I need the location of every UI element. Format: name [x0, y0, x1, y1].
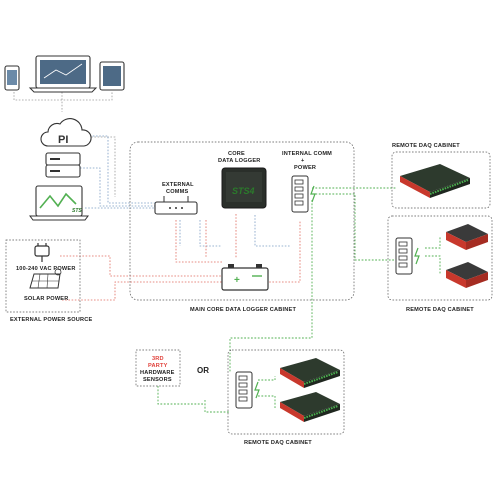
- remote-cabinet-bottom-frame: [227, 349, 345, 435]
- remote-cabinet-mid-label: REMOTE DAQ CABINET: [406, 307, 474, 313]
- remote-cabinet-top-label: REMOTE DAQ CABINET: [392, 143, 460, 149]
- daq-module-icon: [446, 224, 488, 250]
- daq-module-icon: [280, 358, 340, 388]
- tablet-icon: [99, 61, 125, 91]
- cloud-icon: PI: [40, 118, 92, 147]
- third-label-3: HARDWARE: [140, 370, 175, 376]
- pi-label: PI: [58, 134, 68, 146]
- external-comms-label-2: COMMS: [166, 189, 189, 195]
- remote-cabinet-top-frame: [391, 151, 491, 209]
- daq-module-icon: [400, 164, 470, 198]
- third-party-sensors: 3RD PARTY HARDWARE SENSORS: [135, 349, 181, 387]
- core-data-logger: STS4: [221, 167, 267, 209]
- solar-power-label: SOLAR POWER: [24, 296, 68, 302]
- daq-module-icon: [446, 262, 488, 288]
- comm-hub-icon: [235, 371, 260, 409]
- internal-links: [204, 187, 441, 413]
- third-label-4: SENSORS: [143, 377, 172, 383]
- remote-cabinet-mid-frame: [387, 215, 493, 301]
- core-label-1: CORE: [228, 151, 245, 157]
- main-cabinet-frame: [129, 141, 355, 301]
- power-links: [60, 214, 301, 301]
- or-label: OR: [197, 366, 209, 375]
- comm-hub-icon: [395, 237, 420, 275]
- internal-comm-label-1: INTERNAL COMM: [282, 151, 332, 157]
- router-icon: [154, 196, 198, 215]
- laptop-chart-icon: STS: [29, 185, 89, 221]
- comm-hub-icon: [291, 175, 316, 213]
- server-icon: [45, 152, 81, 178]
- internal-comm-label-3: POWER: [294, 165, 316, 171]
- remote-cabinet-bottom-label: REMOTE DAQ CABINET: [244, 440, 312, 446]
- third-label-1: 3RD: [152, 356, 164, 362]
- external-comms-label-1: EXTERNAL: [162, 182, 194, 188]
- logger-brand: STS4: [232, 186, 255, 196]
- laptop-icon: [28, 55, 98, 93]
- battery-icon: +: [221, 264, 269, 291]
- daq-module-icon: [280, 392, 340, 422]
- vac-power-label: 100-240 VAC POWER: [16, 266, 76, 272]
- sensor-link: [157, 386, 205, 405]
- core-label-2: DATA LOGGER: [218, 158, 261, 164]
- third-label-2: PARTY: [148, 363, 168, 369]
- svg-text:+: +: [234, 275, 240, 286]
- main-cabinet-label: MAIN CORE DATA LOGGER CABINET: [190, 307, 296, 313]
- laptop-brand: STS: [72, 208, 82, 214]
- internal-comm-label-2: +: [301, 158, 305, 164]
- solar-panel-icon: [29, 268, 62, 289]
- external-power-source-label: EXTERNAL POWER SOURCE: [10, 317, 92, 323]
- power-plug-icon: [34, 243, 50, 262]
- phone-icon: [4, 65, 20, 91]
- network-links: [13, 92, 116, 197]
- external-power-source: 100-240 VAC POWER SOLAR POWER: [5, 239, 81, 313]
